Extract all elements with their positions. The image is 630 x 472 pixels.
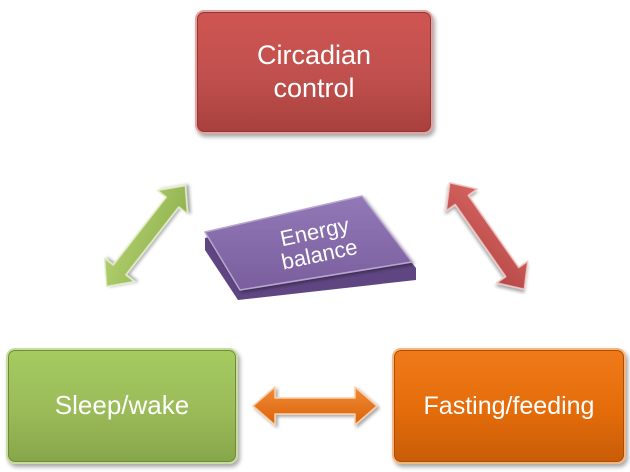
arrow-circadian-sleep [103, 184, 189, 288]
fasting-feeding-label: Fasting/feeding [423, 391, 595, 420]
arrow-circadian-fasting [445, 182, 529, 290]
circadian-control-label: Circadian control [256, 40, 372, 103]
arrow-sleep-fasting [252, 386, 378, 426]
sleep-wake-box: Sleep/wake [6, 348, 238, 464]
circadian-control-box: Circadian control [195, 10, 433, 134]
fasting-feeding-box: Fasting/feeding [392, 348, 626, 464]
energy-balance-block-top [204, 195, 413, 291]
energy-balance-block [204, 195, 416, 300]
sleep-wake-label: Sleep/wake [54, 390, 190, 421]
